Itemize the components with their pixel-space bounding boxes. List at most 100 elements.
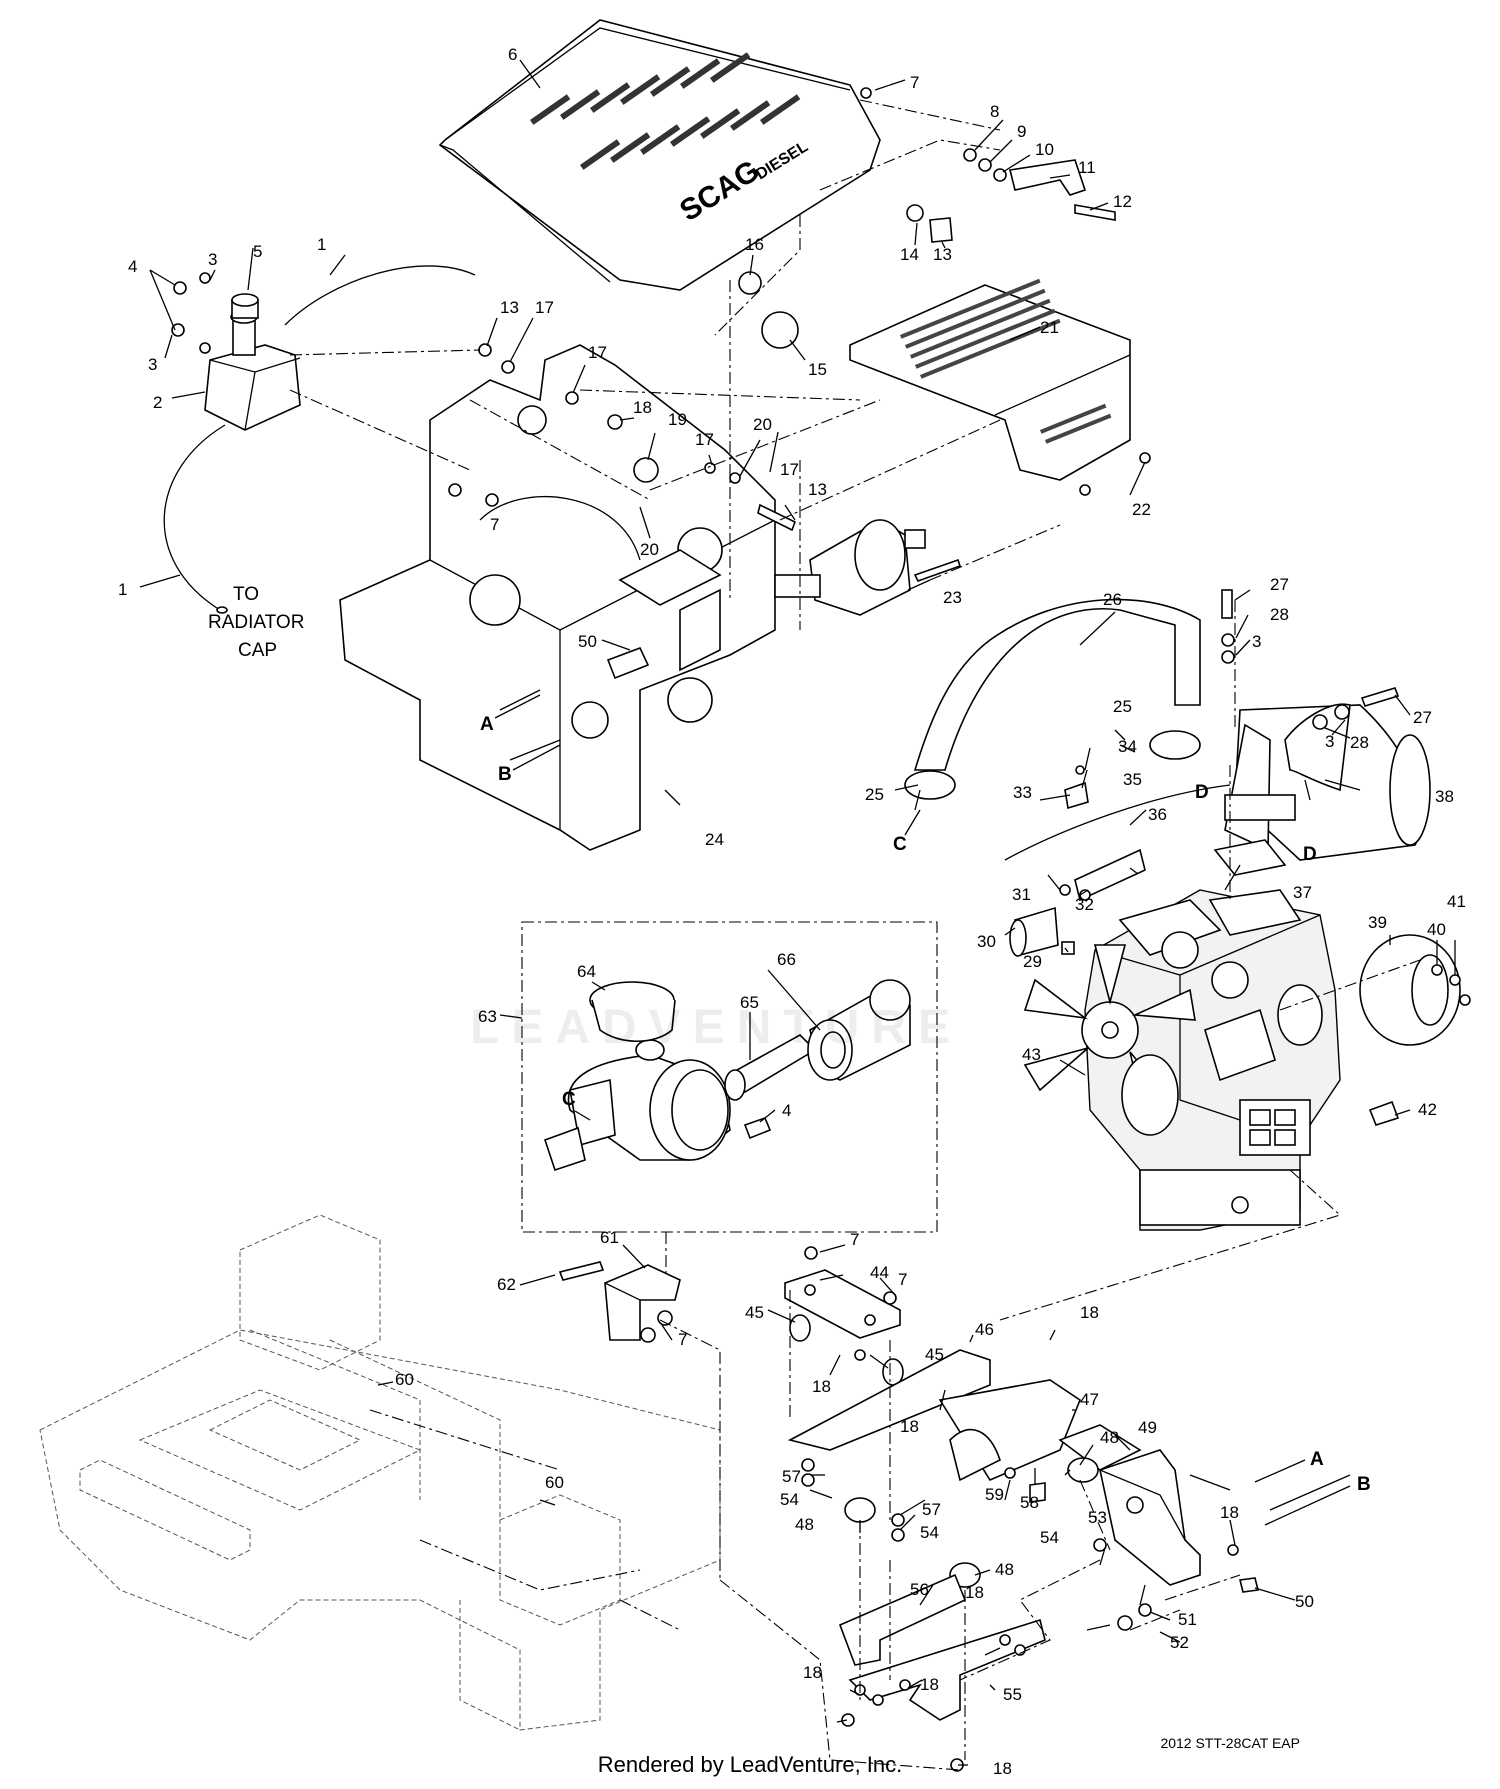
- callout-37: 37: [1293, 883, 1312, 902]
- callout-28-b: 28: [1350, 733, 1369, 752]
- connector-a-frame: A: [480, 714, 494, 735]
- note-to-radiator-line2: RADIATOR: [208, 612, 304, 633]
- callout-12: 12: [1113, 192, 1132, 211]
- callout-1-bottom: 1: [118, 580, 127, 599]
- air-cleaner-assembly: [543, 979, 911, 1172]
- exhaust-gasket: [1213, 839, 1287, 876]
- callout-17-b: 17: [588, 343, 607, 362]
- callout-13-a: 13: [933, 245, 952, 264]
- callout-4-top: 4: [128, 257, 137, 276]
- callout-51: 51: [1178, 1610, 1197, 1629]
- callout-34: 34: [1118, 737, 1137, 756]
- callout-35: 35: [1123, 770, 1142, 789]
- callout-54-c: 54: [1040, 1528, 1059, 1547]
- callout-27-a: 27: [1270, 575, 1289, 594]
- callout-18-g: 18: [803, 1663, 822, 1682]
- connector-letters: A B C D D C A B: [480, 714, 1371, 1495]
- engine-cover: SCAG DIESEL: [438, 19, 881, 291]
- callout-59: 59: [985, 1485, 1004, 1504]
- callout-23: 23: [943, 588, 962, 607]
- callout-26: 26: [1103, 590, 1122, 609]
- callout-4-aircleaner: 4: [782, 1101, 791, 1120]
- callout-53: 53: [1088, 1508, 1107, 1527]
- callout-36: 36: [1148, 805, 1167, 824]
- note-to-radiator-line3: CAP: [238, 640, 277, 661]
- callout-45-a: 45: [745, 1303, 764, 1322]
- callout-3-a: 3: [208, 250, 217, 269]
- callout-31: 31: [1012, 885, 1031, 904]
- callout-62: 62: [497, 1275, 516, 1294]
- overflow-hose: [284, 265, 476, 326]
- callout-5: 5: [253, 242, 262, 261]
- air-cleaner-group-box: [521, 921, 938, 1233]
- callout-leaders: [139, 59, 1456, 1766]
- callout-58: 58: [1020, 1493, 1039, 1512]
- callout-3-b: 3: [148, 355, 157, 374]
- connector-arrows: [494, 694, 1351, 1526]
- callout-7-e: 7: [678, 1330, 687, 1349]
- callout-1-top: 1: [317, 235, 326, 254]
- connector-d-pipe: D: [1195, 782, 1209, 803]
- engine-mount-frame: [339, 344, 776, 851]
- callout-8: 8: [990, 102, 999, 121]
- callout-48-b: 48: [795, 1515, 814, 1534]
- callout-55: 55: [1003, 1685, 1022, 1704]
- callout-33: 33: [1013, 783, 1032, 802]
- callout-47: 47: [1080, 1390, 1099, 1409]
- callout-18-f: 18: [965, 1583, 984, 1602]
- callout-7-d: 7: [898, 1270, 907, 1289]
- callout-17-c: 17: [695, 430, 714, 449]
- callout-38: 38: [1435, 787, 1454, 806]
- callout-16: 16: [745, 235, 764, 254]
- callout-30: 30: [977, 932, 996, 951]
- callout-2: 2: [153, 393, 162, 412]
- callout-14: 14: [900, 245, 919, 264]
- callout-18-d: 18: [900, 1417, 919, 1436]
- callout-48-a: 48: [1100, 1428, 1119, 1447]
- callout-40: 40: [1427, 920, 1446, 939]
- watermark-text: LEADVENTURE: [470, 1001, 963, 1054]
- callout-20-b: 20: [640, 540, 659, 559]
- callout-46: 46: [975, 1320, 994, 1339]
- engine-back-plate: [1359, 934, 1471, 1046]
- callout-57-a: 57: [782, 1467, 801, 1486]
- callout-57-b: 57: [922, 1500, 941, 1519]
- callout-32: 32: [1075, 895, 1094, 914]
- connector-c-exhaust: C: [893, 834, 907, 855]
- fan-drive-assembly: [774, 519, 962, 616]
- callout-61: 61: [600, 1228, 619, 1247]
- callout-18-b: 18: [1080, 1303, 1099, 1322]
- callout-28-a: 28: [1270, 605, 1289, 624]
- oil-pressure-switch: [1368, 1100, 1400, 1126]
- callout-22: 22: [1132, 500, 1151, 519]
- muffler: [1224, 703, 1431, 861]
- callout-3-c: 3: [1252, 632, 1261, 651]
- callout-11: 11: [1078, 158, 1096, 177]
- exhaust-pipe: [913, 598, 1201, 771]
- callout-39: 39: [1368, 913, 1387, 932]
- assembly-lines: [289, 99, 1421, 1771]
- radiator-hose: [163, 424, 226, 611]
- callout-3-d: 3: [1325, 732, 1334, 751]
- callout-labels: 1 1 2 3 3 3 3 4 4 5 6 7 7 7 7 7 8 9 10 1…: [118, 45, 1466, 1778]
- callout-9: 9: [1017, 122, 1026, 141]
- connector-a-mount: A: [1310, 1449, 1324, 1470]
- muffler-heat-shield: [849, 278, 1151, 496]
- callout-48-c: 48: [995, 1560, 1014, 1579]
- callout-18-c: 18: [812, 1377, 831, 1396]
- diesel-engine: [1023, 889, 1341, 1231]
- callout-54-b: 54: [920, 1523, 939, 1542]
- callout-50-a: 50: [578, 632, 597, 651]
- callout-42: 42: [1418, 1100, 1437, 1119]
- callout-64: 64: [577, 962, 596, 981]
- drawing-code: 2012 STT-28CAT EAP: [1160, 1735, 1300, 1751]
- callout-65: 65: [740, 993, 759, 1012]
- callout-63: 63: [478, 1007, 497, 1026]
- callout-41: 41: [1447, 892, 1466, 911]
- callout-13-b: 13: [500, 298, 519, 317]
- callout-19: 19: [668, 410, 687, 429]
- callout-45-b: 45: [925, 1345, 944, 1364]
- air-cleaner-bracket: [558, 1261, 681, 1343]
- callout-13-c: 13: [808, 480, 827, 499]
